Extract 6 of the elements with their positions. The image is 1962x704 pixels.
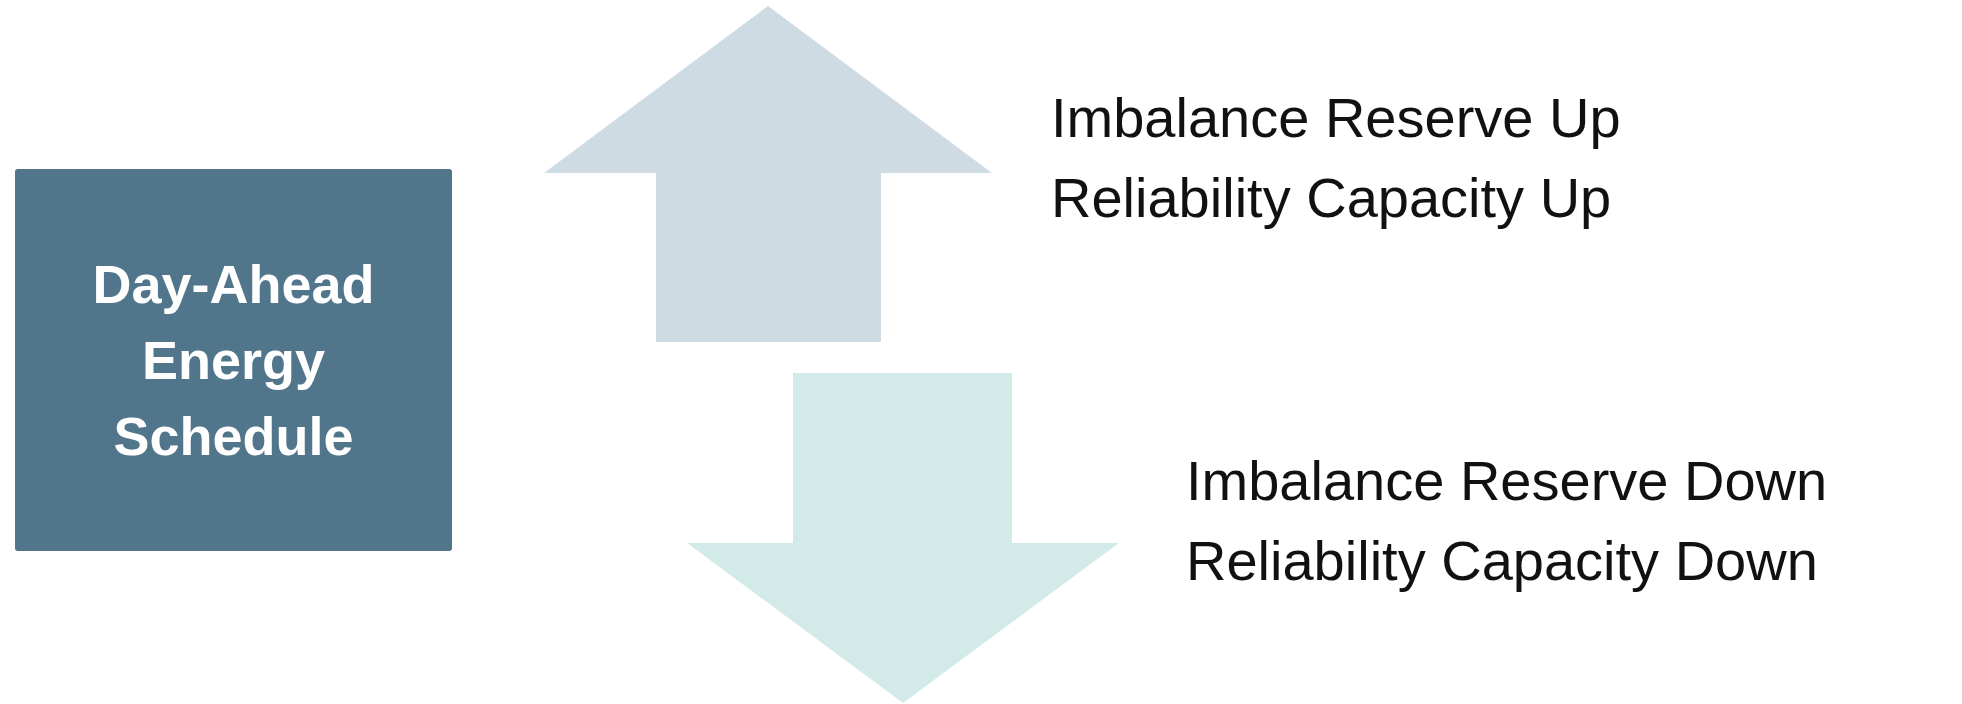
box-title: Day-Ahead Energy Schedule — [91, 253, 376, 468]
reserve-label: Imbalance Reserve Up — [1051, 85, 1621, 151]
reserve-label: Reliability Capacity Up — [1051, 165, 1612, 231]
reserve-label: Reliability Capacity Down — [1186, 528, 1818, 594]
schedule-box — [15, 169, 452, 551]
reserve-label: Imbalance Reserve Down — [1186, 448, 1828, 514]
